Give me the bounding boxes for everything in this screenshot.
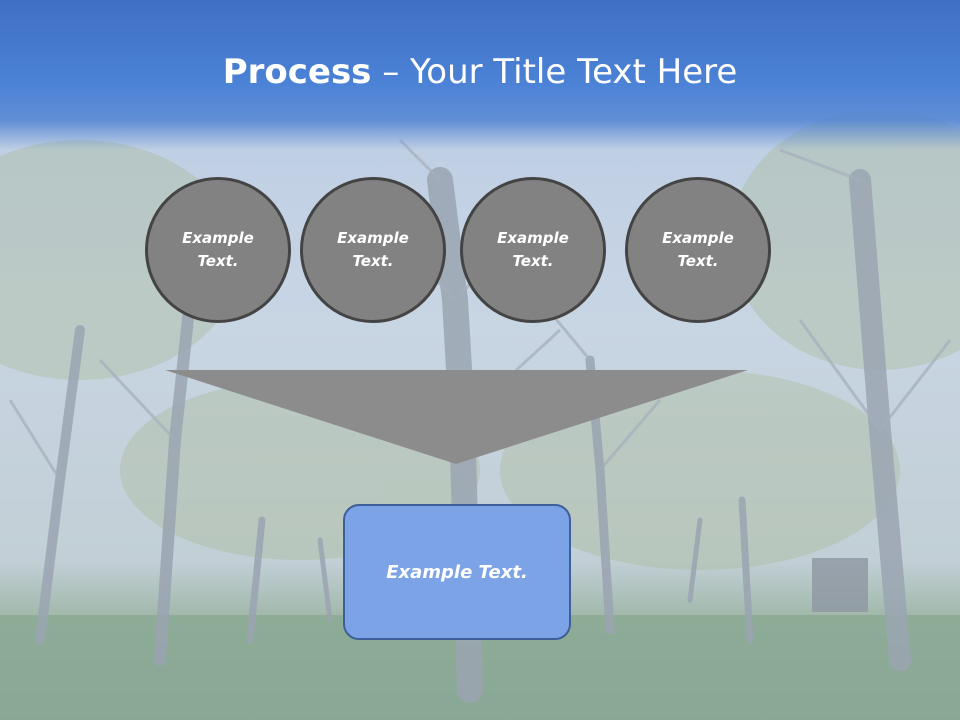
- step-circle-4[interactable]: Example Text.: [625, 177, 771, 323]
- step-circle-1[interactable]: Example Text.: [145, 177, 291, 323]
- step-circle-2-text: Example Text.: [337, 229, 409, 270]
- step-circle-3-text: Example Text.: [497, 229, 569, 270]
- title-subtext: – Your Title Text Here: [371, 52, 738, 92]
- result-box-text: Example Text.: [386, 561, 528, 583]
- result-box[interactable]: Example Text.: [343, 504, 571, 640]
- step-circle-3[interactable]: Example Text.: [460, 177, 606, 323]
- step-circle-2[interactable]: Example Text.: [300, 177, 446, 323]
- title-bar: [0, 0, 960, 150]
- slide-title: Process – Your Title Text Here: [0, 52, 960, 92]
- title-bold: Process: [222, 52, 372, 92]
- step-circle-1-text: Example Text.: [182, 229, 254, 270]
- step-circle-4-text: Example Text.: [662, 229, 734, 270]
